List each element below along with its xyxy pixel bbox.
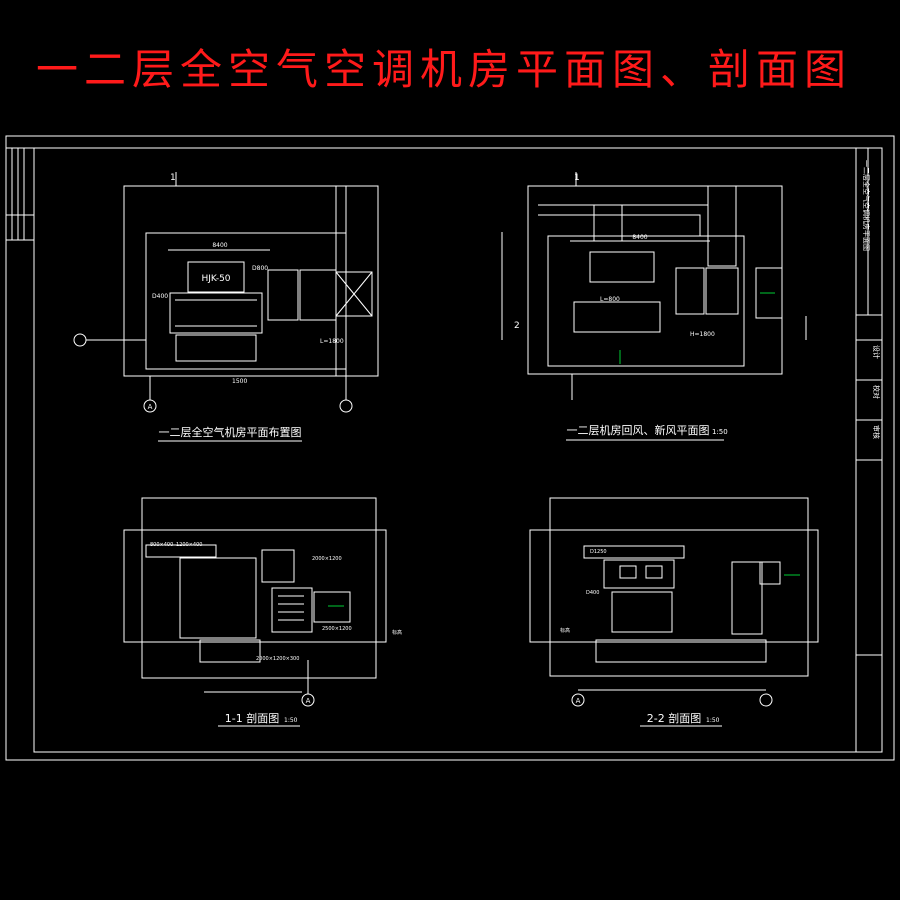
plan1-section-mark: 1 bbox=[170, 173, 176, 183]
section1-fan bbox=[261, 549, 295, 583]
plan2-duct-top bbox=[538, 204, 709, 236]
section2-coil bbox=[611, 591, 673, 633]
plan2-dim-mid: L=800 bbox=[600, 296, 620, 303]
section2-outline bbox=[549, 497, 809, 677]
plan1-filter-box bbox=[169, 292, 263, 334]
plan1-room-outline bbox=[123, 185, 379, 377]
section1-dim-d: 2500×1200 bbox=[322, 626, 352, 632]
section1-base bbox=[199, 639, 261, 663]
plan2-scale: 1:50 bbox=[712, 428, 728, 436]
section1-coil bbox=[271, 587, 313, 633]
section2-scale: 1:50 bbox=[706, 717, 720, 724]
section1-dim-c: 2000×1200 bbox=[312, 556, 342, 562]
plan2-dim-right: H=1800 bbox=[690, 331, 715, 338]
section1-slab bbox=[123, 529, 387, 643]
section1-caption: 1-1 剖面图 bbox=[225, 711, 279, 725]
section2-axis-left bbox=[571, 693, 585, 707]
section1-scale: 1:50 bbox=[284, 717, 298, 724]
plan1-view: HJK-50 8400 L=1800 1500 D400 D800 1 A 一二… bbox=[73, 172, 379, 442]
plan2-caption: 一二层机房回风、新风平面图 bbox=[567, 423, 710, 437]
title-block-text: 一二层全空气空调机房平面图 设计 校对 审核 bbox=[862, 160, 881, 439]
plan2-louver bbox=[755, 267, 783, 319]
section2-view: D1250 D400 标高 A 2-2 剖面图 1:50 bbox=[529, 497, 819, 727]
plan1-coil bbox=[175, 334, 257, 362]
plan2-view: 8400 H=1800 L=800 1 2 一二层机房回风、新风平面图 1:50 bbox=[501, 172, 807, 441]
plan2-dim-top: 8400 bbox=[632, 234, 647, 241]
title-block bbox=[855, 148, 882, 752]
plan2-riser bbox=[707, 185, 737, 267]
title-block-row4: 审核 bbox=[872, 425, 881, 439]
page-title: 一二层全空气空调机房平面图、剖面图 bbox=[36, 45, 853, 94]
section1-dim-a: 800×400 bbox=[150, 542, 173, 548]
section2-grille-left bbox=[619, 565, 637, 579]
section1-duct-top bbox=[145, 544, 217, 558]
plan1-ahu bbox=[187, 261, 245, 293]
plan1-axis-marker: A bbox=[148, 403, 153, 411]
outer-frame bbox=[5, 135, 895, 761]
section1-outline bbox=[141, 497, 377, 679]
plan1-duct-out bbox=[335, 271, 373, 317]
plan1-fan bbox=[267, 269, 299, 321]
section2-grille-right bbox=[645, 565, 663, 579]
plan1-duct-right: D800 bbox=[252, 265, 268, 272]
section1-ahu bbox=[179, 557, 257, 639]
plan1-caption: 一二层全空气机房平面布置图 bbox=[159, 425, 302, 439]
plan1-unit-label: HJK-50 bbox=[201, 274, 230, 284]
plan2-fan bbox=[675, 267, 705, 315]
section2-level: 标高 bbox=[560, 627, 570, 634]
plan1-inner-room bbox=[145, 232, 347, 370]
section1-level: 标高 bbox=[392, 629, 402, 636]
section1-dim-e: 2000×1200×300 bbox=[256, 656, 299, 662]
section1-view: 800×400 1200×400 2000×1200 2500×1200 200… bbox=[123, 497, 402, 727]
section2-louver bbox=[759, 561, 781, 585]
plan1-duct-left: D400 bbox=[152, 293, 168, 300]
plan2-inner-room bbox=[547, 235, 745, 367]
section1-axis bbox=[301, 693, 315, 707]
inner-frame bbox=[33, 147, 883, 753]
plan1-dim-right: L=1800 bbox=[320, 338, 344, 345]
section1-axis-marker: A bbox=[306, 697, 311, 705]
title-block-row3: 校对 bbox=[872, 385, 881, 399]
section2-axis-marker: A bbox=[576, 697, 581, 705]
section2-riser bbox=[731, 561, 763, 635]
plan1-axis-left bbox=[73, 333, 87, 347]
section2-axis-right bbox=[759, 693, 773, 707]
plan1-silencer bbox=[299, 269, 337, 321]
section2-base bbox=[595, 639, 767, 663]
section1-silencer bbox=[313, 591, 351, 623]
plan2-ahu bbox=[589, 251, 655, 283]
plan1-dim-top: 8400 bbox=[212, 242, 227, 249]
plan2-silencer bbox=[705, 267, 739, 315]
plan1-dim-bottom: 1500 bbox=[232, 378, 247, 385]
section2-dim-a: D1250 bbox=[590, 549, 607, 555]
plan2-filter-box bbox=[573, 301, 661, 333]
section2-duct-top bbox=[583, 545, 685, 559]
section2-dim-b: D400 bbox=[586, 590, 599, 596]
left-binding-strip bbox=[6, 147, 34, 241]
title-block-row2: 设计 bbox=[872, 345, 881, 359]
plan1-axis-bottom-right bbox=[339, 399, 353, 413]
section1-dim-b: 1200×400 bbox=[176, 542, 202, 548]
plan2-section-mark-side: 2 bbox=[514, 321, 520, 331]
section2-caption: 2-2 剖面图 bbox=[647, 711, 701, 725]
plan2-section-mark-top: 1 bbox=[574, 173, 580, 183]
title-block-row1: 一二层全空气空调机房平面图 bbox=[862, 160, 871, 251]
section2-slab bbox=[529, 529, 819, 643]
section2-ahu-head bbox=[603, 559, 675, 589]
